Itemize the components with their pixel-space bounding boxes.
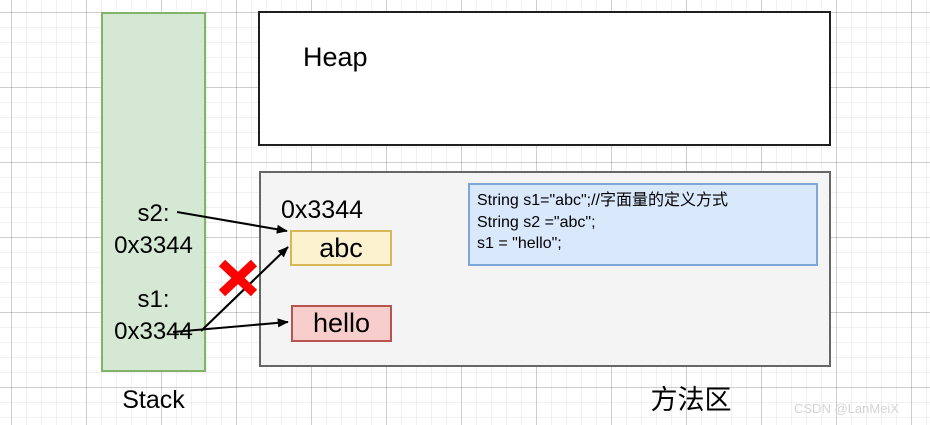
watermark: CSDN @LanMeiX (794, 401, 899, 416)
string-object-abc: abc (290, 230, 392, 266)
stack-slot-s1-value: 0x3344 (114, 318, 193, 345)
string-object-hello: hello (291, 305, 392, 342)
string-object-abc-value: abc (319, 232, 363, 263)
method-area-caption: 方法区 (650, 385, 732, 415)
string-object-hello-value: hello (312, 308, 371, 338)
heap-label: Heap (303, 42, 368, 72)
code-snippet-box: String s1="abc";//字面量的定义方式 String s2 ="a… (468, 183, 818, 266)
code-snippet-text: String s1="abc";//字面量的定义方式 String s2 ="a… (477, 192, 728, 252)
string-pool-address-label: 0x3344 (281, 196, 364, 224)
stack-caption: Stack (122, 386, 185, 414)
stack-slot-s2-value: 0x3344 (114, 232, 193, 259)
stack-slot-s1-name: s1: (137, 286, 170, 313)
invalid-cross-icon (218, 259, 258, 297)
stack-region (101, 12, 206, 372)
stack-slot-s2-name: s2: (137, 200, 170, 227)
heap-region (258, 11, 831, 146)
